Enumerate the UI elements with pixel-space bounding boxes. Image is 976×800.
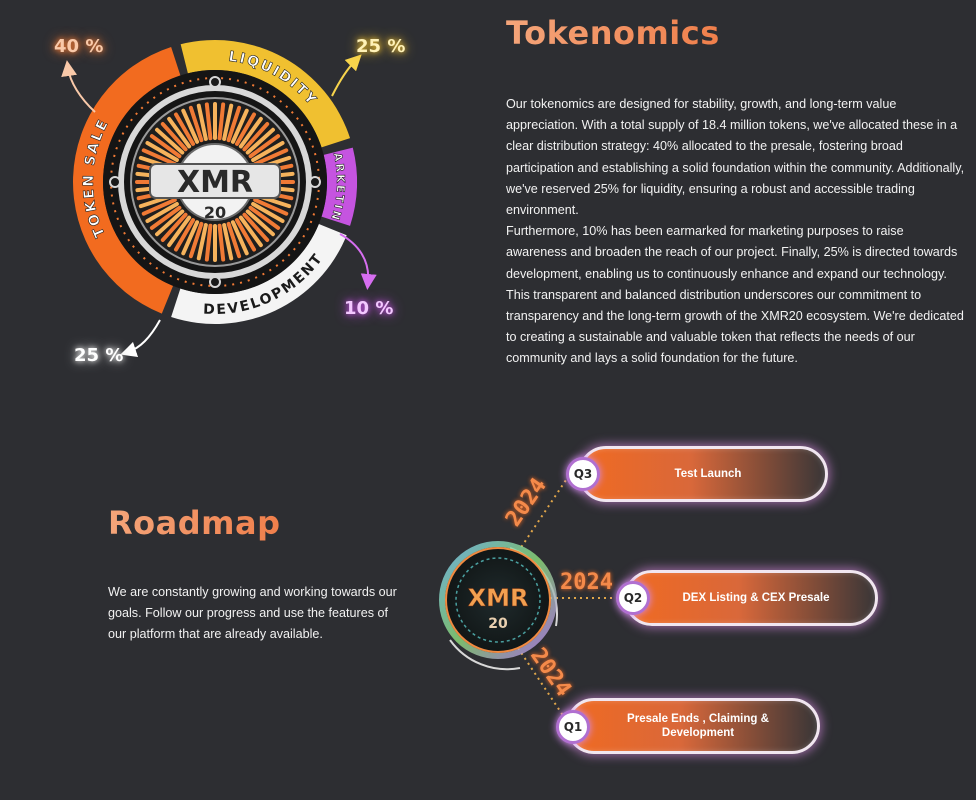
sunburst-ray	[242, 122, 270, 152]
tokenomics-paragraph: Furthermore, 10% has been earmarked for …	[506, 224, 958, 281]
donut-segment-token-sale	[73, 46, 181, 314]
sunburst-ray	[145, 141, 179, 162]
roadmap-title: Roadmap	[108, 504, 281, 542]
connector-q3	[517, 473, 571, 553]
coin-banner	[149, 163, 281, 199]
coin-bolt	[209, 276, 221, 288]
liquidity-percent: 25 %	[356, 36, 406, 57]
roadmap-description: We are constantly growing and working to…	[108, 585, 397, 642]
liquidity-arrow	[331, 54, 362, 97]
sunburst-ray	[167, 215, 192, 248]
tokenomics-title: Tokenomics	[506, 14, 720, 52]
tokenomics-chart: TOKEN SALELIQUIDITYMARKETINGDEVELOPMENT …	[33, 10, 420, 380]
sunburst-ray	[204, 223, 213, 262]
marketing-percent: 10 %	[344, 298, 394, 319]
sunburst-ray	[174, 218, 195, 252]
sunburst-ray	[141, 148, 177, 167]
donut-segment-development	[171, 223, 347, 324]
sunburst-ray	[188, 221, 204, 259]
sunburst-ray	[160, 122, 188, 152]
token-sale-arrow	[61, 60, 96, 113]
coin-logo-sub: 20	[204, 203, 226, 222]
hub-circuit-ring	[455, 557, 541, 643]
sunburst-ray	[226, 105, 242, 143]
sunburst-ray	[204, 102, 213, 141]
sunburst-ray	[217, 223, 226, 262]
sunburst-ray	[196, 103, 208, 141]
sunburst-ray	[253, 148, 289, 167]
coin-bolt	[309, 176, 321, 188]
tokenomics-paragraph: Our tokenomics are designed for stabilit…	[506, 97, 965, 218]
quarter-badge-q1: Q1	[556, 710, 590, 744]
sunburst-ray	[167, 116, 192, 149]
coin-bolt	[209, 76, 221, 88]
development-arrow	[120, 319, 161, 358]
roadmap-hub-sub: 20	[488, 616, 508, 632]
sunburst-ray	[174, 112, 195, 146]
sunburst-ray	[235, 112, 256, 146]
sunburst-ray	[248, 134, 281, 159]
milestone-q3: Test Launch	[578, 446, 828, 502]
sunburst-ray	[149, 134, 182, 159]
sunburst-ray	[181, 220, 200, 256]
sunburst-ray	[245, 209, 275, 237]
token-sale-percent: 40 %	[54, 36, 104, 57]
quarter-badge-q3: Q3	[566, 457, 600, 491]
quarter-badge-q2: Q2	[616, 581, 650, 615]
milestone-q2: DEX Listing & CEX Presale	[624, 570, 878, 626]
sunburst-ray	[235, 218, 256, 252]
sunburst-ray	[230, 220, 249, 256]
tokenomics-description: Our tokenomics are designed for stabilit…	[506, 94, 966, 370]
year-label-q2: 2024	[560, 570, 613, 595]
sunburst-ray	[251, 141, 285, 162]
sunburst-ray	[141, 197, 177, 216]
milestone-label: Presale Ends , Claiming & Development	[627, 713, 769, 739]
sunburst-ray	[230, 108, 249, 144]
sunburst-ray	[160, 212, 188, 242]
roadmap-hub	[445, 547, 551, 653]
sunburst-ray	[222, 223, 234, 261]
sunburst-ray	[196, 223, 208, 261]
sunburst-ray	[217, 102, 226, 141]
tokenomics-paragraph: This transparent and balanced distributi…	[506, 287, 964, 366]
marketing-arrow	[339, 233, 377, 290]
development-percent: 25 %	[74, 345, 124, 366]
sunburst-ray	[155, 209, 185, 237]
roadmap-diagram: XMR 20	[430, 430, 850, 790]
milestone-q1: Presale Ends , Claiming & Development	[566, 698, 820, 754]
roadmap-connectors: XMR 20	[439, 473, 624, 727]
sunburst-ray	[181, 108, 200, 144]
sunburst-ray	[251, 202, 285, 223]
coin-bolt	[109, 176, 121, 188]
sunburst-ray	[248, 205, 281, 230]
tokenomics-donut-svg: TOKEN SALELIQUIDITYMARKETINGDEVELOPMENT …	[33, 10, 377, 358]
sunburst-ray	[188, 105, 204, 143]
sunburst-ray	[222, 103, 234, 141]
sunburst-ray	[242, 212, 270, 242]
sunburst-ray	[253, 197, 289, 216]
roadmap-hub-logo: XMR	[468, 584, 529, 612]
coin-logo-text: XMR	[177, 165, 253, 200]
milestone-label: Test Launch	[674, 468, 742, 480]
roadmap-hub-glow	[439, 541, 557, 659]
sunburst-ray	[226, 221, 242, 259]
sunburst-ray	[238, 215, 263, 248]
sunburst-ray	[145, 202, 179, 223]
milestone-label: DEX Listing & CEX Presale	[682, 592, 830, 604]
sunburst-ray	[155, 127, 185, 155]
hub-arc	[449, 639, 521, 671]
donut-segment-liquidity	[180, 40, 351, 148]
sunburst-ray	[149, 205, 182, 230]
donut-segment-marketing	[321, 147, 357, 226]
sunburst-ray	[238, 116, 263, 149]
sunburst-ray	[245, 127, 275, 155]
